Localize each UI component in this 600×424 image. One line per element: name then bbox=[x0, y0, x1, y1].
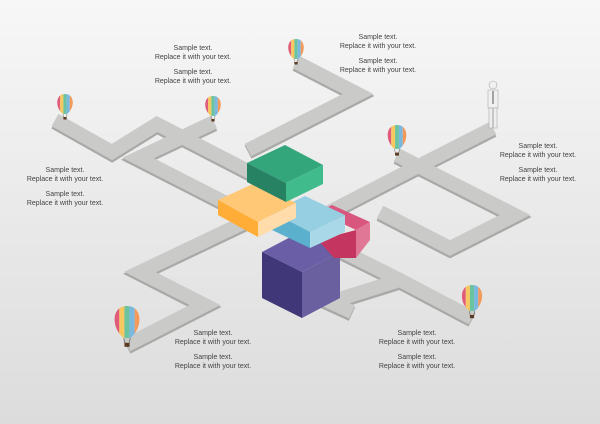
person-icon bbox=[487, 80, 499, 129]
yellow-block bbox=[218, 183, 296, 237]
road-right bbox=[306, 121, 497, 229]
balloon-icon bbox=[288, 39, 304, 65]
text-body: Replace it with your text. bbox=[174, 363, 252, 370]
balloon-icon bbox=[461, 285, 483, 319]
text-block: Sample text. Replace it with your text. bbox=[133, 68, 253, 86]
text-block: Sample text. Replace it with your text. bbox=[153, 329, 273, 347]
purple-cube bbox=[262, 232, 340, 318]
road-top-left bbox=[51, 113, 254, 179]
text-body: Replace it with your text. bbox=[378, 339, 456, 346]
text-body: Replace it with your text. bbox=[339, 43, 417, 50]
text-block: Sample text. Replace it with your text. bbox=[357, 353, 477, 371]
text-title: Sample text. bbox=[193, 354, 233, 361]
text-body: Replace it with your text. bbox=[499, 152, 577, 159]
text-body: Replace it with your text. bbox=[378, 363, 456, 370]
text-body: Replace it with your text. bbox=[26, 176, 104, 183]
text-block: Sample text. Replace it with your text. bbox=[5, 166, 125, 184]
text-body: Replace it with your text. bbox=[26, 200, 104, 207]
text-block: Sample text. Replace it with your text. bbox=[5, 190, 125, 208]
text-block: Sample text. Replace it with your text. bbox=[318, 33, 438, 51]
text-title: Sample text. bbox=[193, 330, 233, 337]
text-block: Sample text. Replace it with your text. bbox=[133, 44, 253, 62]
text-block: Sample text. Replace it with your text. bbox=[318, 57, 438, 75]
road-bottom-right bbox=[310, 272, 476, 325]
text-block: Sample text. Replace it with your text. bbox=[478, 142, 598, 160]
balloon-icon bbox=[114, 306, 140, 347]
text-title: Sample text. bbox=[358, 34, 398, 41]
balloon-icon bbox=[387, 125, 407, 156]
text-block: Sample text. Replace it with your text. bbox=[357, 329, 477, 347]
text-title: Sample text. bbox=[358, 58, 398, 65]
text-title: Sample text. bbox=[173, 45, 213, 52]
text-title: Sample text. bbox=[518, 167, 558, 174]
balloon-icon bbox=[57, 94, 73, 120]
roads bbox=[51, 55, 532, 354]
cubes bbox=[218, 145, 370, 318]
text-title: Sample text. bbox=[45, 167, 85, 174]
text-title: Sample text. bbox=[397, 354, 437, 361]
balloon-icon bbox=[205, 96, 221, 122]
text-body: Replace it with your text. bbox=[154, 78, 232, 85]
text-title: Sample text. bbox=[173, 69, 213, 76]
text-block: Sample text. Replace it with your text. bbox=[153, 353, 273, 371]
text-body: Replace it with your text. bbox=[174, 339, 252, 346]
text-body: Replace it with your text. bbox=[154, 54, 232, 61]
text-body: Replace it with your text. bbox=[339, 67, 417, 74]
green-block bbox=[247, 145, 323, 202]
text-block: Sample text. Replace it with your text. bbox=[478, 166, 598, 184]
text-title: Sample text. bbox=[518, 143, 558, 150]
balloons bbox=[57, 39, 483, 347]
road-bottom-left bbox=[123, 215, 249, 352]
road-right-2 bbox=[376, 148, 531, 256]
text-body: Replace it with your text. bbox=[499, 176, 577, 183]
road-top bbox=[244, 55, 374, 157]
text-title: Sample text. bbox=[45, 191, 85, 198]
text-title: Sample text. bbox=[397, 330, 437, 337]
road-top-left-2 bbox=[122, 115, 236, 213]
